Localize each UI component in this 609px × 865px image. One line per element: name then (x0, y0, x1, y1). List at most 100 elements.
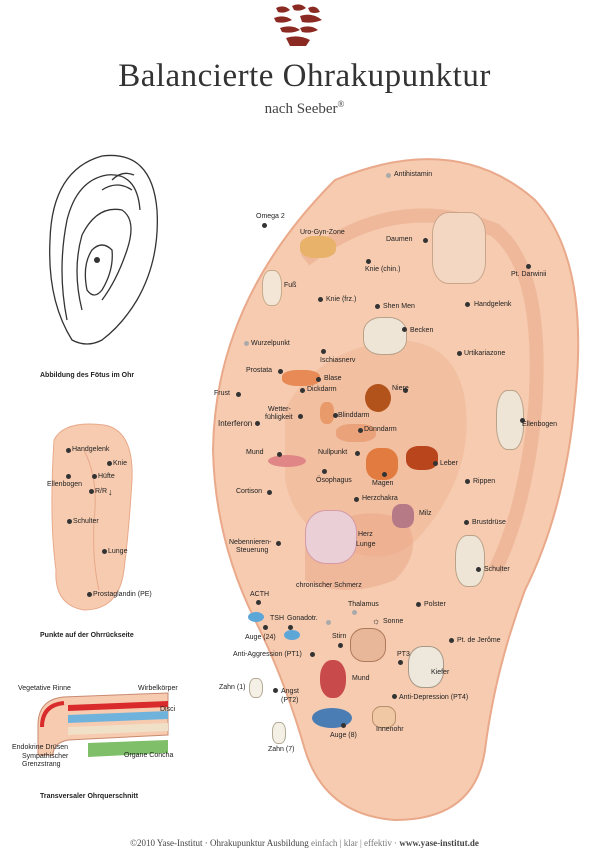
label-herz: Herz (358, 531, 373, 538)
back-label-prostaglandin: Prostaglandin (PE) (93, 591, 152, 598)
cross-label-sympath: Sympathischer (22, 753, 69, 760)
footer: ©2010 Yase-Institut · Ohrakupunktur Ausb… (0, 838, 609, 848)
label-pt3: PT3 (397, 651, 410, 658)
label-knie-frz: Knie (frz.) (326, 296, 357, 303)
ear-point-jerome (449, 638, 454, 643)
label-becken: Becken (410, 327, 434, 334)
ear-point-dickdarm (300, 388, 305, 393)
cross-label-vegetative: Vegetative Rinne (18, 685, 71, 692)
ear-point-brustdruese (464, 520, 469, 525)
back-point-handgelenk (66, 448, 71, 453)
label-nebennieren-1: Nebennieren- (229, 539, 272, 546)
ear-point-chron (326, 620, 331, 625)
back-point-rr (89, 489, 94, 494)
ear-point-daumen (423, 238, 428, 243)
cross-label-disci: Disci (160, 706, 176, 713)
ear-point-thalamus (352, 610, 357, 615)
ear-point-acth (256, 600, 261, 605)
ear-point-magen (382, 472, 387, 477)
footer-copyright: ©2010 Yase-Institut · Ohrakupunktur Ausb… (130, 838, 309, 848)
eye-large-icon (312, 708, 352, 728)
ear-point-polster (416, 602, 421, 607)
back-point-huefte (92, 474, 97, 479)
label-chron: chronischer Schmerz (296, 582, 362, 589)
label-jerome: Pt. de Jerôme (457, 637, 501, 644)
label-nullpunkt: Nullpunkt (318, 449, 348, 456)
label-ellenbogen: Ellenbogen (522, 421, 558, 428)
appendix-icon (320, 402, 334, 424)
back-label-huefte: Hüfte (98, 473, 115, 480)
back-point-ellenbogen (66, 474, 71, 479)
yase-logo (274, 4, 322, 46)
label-herzchakra: Herzchakra (362, 495, 398, 502)
label-mund-2: Mund (352, 675, 370, 682)
eye-icon-2 (284, 630, 300, 640)
pelvis-icon (363, 317, 407, 355)
spleen-icon (392, 504, 414, 528)
eye-icon (248, 612, 264, 622)
tooth-icon-2 (272, 722, 286, 744)
tooth-icon (249, 678, 263, 698)
arrow-down-icon: ↓ (108, 487, 113, 497)
label-duenndarm: Dünndarm (364, 426, 397, 433)
label-milz: Milz (419, 510, 432, 517)
label-daumen: Daumen (386, 236, 413, 243)
ear-point-becken (402, 327, 407, 332)
label-angst-2: (PT2) (281, 697, 299, 704)
back-label-schulter: Schulter (73, 518, 99, 525)
liver-icon (406, 446, 438, 470)
inner-ear-icon (372, 706, 396, 728)
ear-point-knie-chin (366, 259, 371, 264)
ear-point-gonadotr (288, 625, 293, 630)
ear-point-mund (277, 452, 282, 457)
label-leber: Leber (440, 460, 458, 467)
label-zahn1: Zahn (1) (219, 684, 246, 691)
sun-icon: ☼ (372, 616, 381, 626)
label-handgelenk: Handgelenk (474, 301, 512, 308)
ear-back-illustration (51, 423, 133, 611)
label-acth: ACTH (250, 591, 270, 598)
ear-point-wetter (298, 414, 303, 419)
ear-point-niere (403, 388, 408, 393)
small-intestine-icon (336, 424, 376, 442)
page-subtitle: nach Seeber® (264, 99, 345, 117)
label-omega2: Omega 2 (256, 213, 285, 220)
ear-point-knie-frz (318, 297, 323, 302)
cross-section-illustration (37, 692, 169, 757)
label-oesophagus: Ösophagus (316, 477, 352, 484)
label-nebennieren-2: Steuerung (236, 547, 269, 554)
ear-point-schulter (476, 567, 481, 572)
kidney-icon (365, 384, 391, 412)
label-zahn7: Zahn (7) (268, 746, 295, 753)
label-uro: Uro-Gyn-Zone (300, 229, 345, 236)
footer-url[interactable]: www.yase-institut.de (399, 838, 479, 848)
ear-point-interferon (255, 421, 260, 426)
label-polster: Polster (424, 601, 446, 608)
label-magen: Magen (372, 480, 394, 487)
label-stirn: Stirn (332, 633, 347, 640)
ear-point-ischias (321, 349, 326, 354)
label-blinddarm: Blinddarm (338, 412, 370, 419)
label-antihistamin: Antihistamin (394, 171, 433, 178)
label-auge8: Auge (8) (330, 732, 357, 739)
label-angst-1: Angst (281, 688, 299, 695)
ear-point-stirn (338, 643, 343, 648)
back-point-lunge (102, 549, 107, 554)
label-innenohr: Innenohr (376, 726, 404, 733)
back-label-rr: R/R (95, 488, 108, 495)
back-label-handgelenk: Handgelenk (72, 446, 110, 453)
label-knie-chin: Knie (chin.) (365, 266, 401, 273)
ear-point-handgelenk (465, 302, 470, 307)
ear-point-tsh (263, 625, 268, 630)
label-schulter: Schulter (484, 566, 510, 573)
ear-point-omega2 (262, 223, 267, 228)
label-darwinii: Pt. Darwinii (511, 271, 547, 278)
ear-point-blinddarm (333, 413, 338, 418)
ear-point-herzchakra (354, 497, 359, 502)
cross-label-organe: Organe Concha (124, 752, 174, 759)
ear-point-auge8 (341, 723, 346, 728)
ear-point-nullpunkt (355, 451, 360, 456)
label-niere: Niere (392, 385, 409, 392)
fetus-ear-illustration (49, 154, 158, 345)
label-auge24: Auge (24) (245, 634, 276, 641)
